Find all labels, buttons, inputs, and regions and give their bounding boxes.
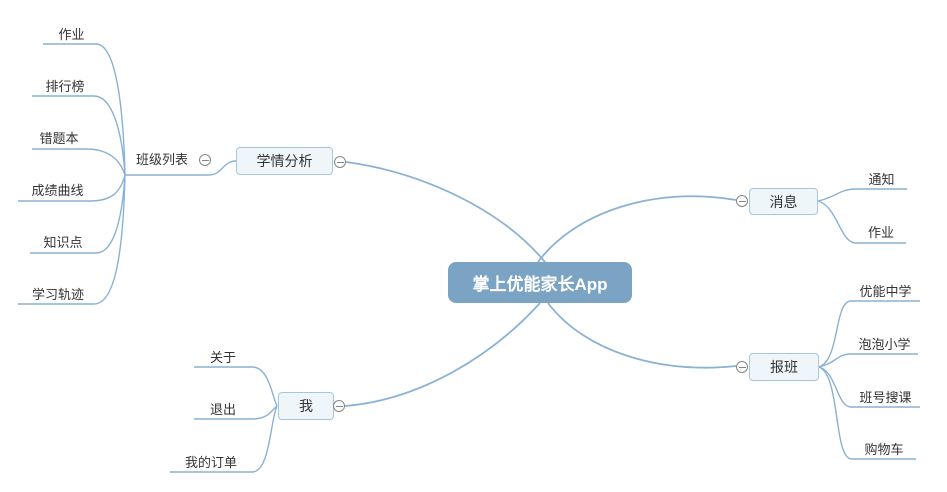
minus-icon [738, 200, 746, 202]
edge-enrollment-youneng-middle-school [818, 300, 920, 368]
collapse-icon-learning-analysis[interactable] [334, 156, 346, 168]
knowledge-points-node[interactable]: 知识点 [43, 235, 83, 250]
edge-learning-analysis-class-list [125, 160, 237, 176]
logout-node[interactable]: 退出 [209, 402, 236, 417]
edge-class-list-learning-track [18, 174, 126, 305]
me-node[interactable]: 我 [278, 392, 334, 420]
edge-enrollment-class-search [818, 366, 920, 408]
learning-analysis-node[interactable]: 学情分析 [236, 147, 333, 175]
root-node[interactable]: 掌上优能家长App [448, 262, 632, 303]
paopao-primary-node[interactable]: 泡泡小学 [858, 337, 911, 352]
edge-me-about [194, 366, 278, 407]
edge-root-messages [537, 195, 737, 263]
edge-me-my-orders [170, 405, 278, 473]
edge-root-me [344, 302, 541, 407]
edge-class-list-homework [43, 43, 126, 176]
learning-track-node[interactable]: 学习轨迹 [31, 287, 84, 302]
edge-class-list-wrong-question-book [32, 148, 126, 176]
edge-messages-homework [817, 200, 906, 244]
minus-icon [201, 159, 209, 161]
edge-messages-notification [817, 188, 907, 202]
collapse-icon-me[interactable] [333, 400, 345, 412]
edge-class-list-knowledge-points [30, 174, 126, 254]
edge-class-list-score-curve [18, 174, 126, 202]
edge-class-list-ranking [32, 95, 126, 176]
collapse-icon-enrollment[interactable] [736, 361, 748, 373]
notification-node[interactable]: 通知 [868, 172, 895, 187]
messages-node[interactable]: 消息 [749, 188, 818, 215]
class-search-node[interactable]: 班号搜课 [859, 390, 912, 405]
collapse-icon-class-list[interactable] [199, 154, 211, 166]
minus-icon [336, 161, 344, 163]
edge-enrollment-shopping-cart [818, 366, 916, 460]
edge-root-enrollment [547, 302, 737, 369]
edge-me-logout [194, 405, 278, 420]
minus-icon [738, 366, 746, 368]
messages-homework-node[interactable]: 作业 [867, 225, 894, 240]
wrong-question-book-node[interactable]: 错题本 [39, 131, 79, 146]
my-orders-node[interactable]: 我的订单 [184, 455, 237, 470]
shopping-cart-node[interactable]: 购物车 [864, 442, 904, 457]
about-node[interactable]: 关于 [209, 350, 236, 365]
youneng-middle-school-node[interactable]: 优能中学 [859, 284, 912, 299]
edge-enrollment-paopao-primary [818, 353, 918, 368]
class-list-node[interactable]: 班级列表 [135, 152, 188, 167]
ranking-node[interactable]: 排行榜 [45, 79, 85, 94]
minus-icon [335, 405, 343, 407]
enrollment-node[interactable]: 报班 [749, 353, 819, 381]
edge-root-learning-analysis [345, 161, 546, 263]
homework-node[interactable]: 作业 [58, 27, 85, 42]
collapse-icon-messages[interactable] [736, 195, 748, 207]
score-curve-node[interactable]: 成绩曲线 [31, 183, 84, 198]
